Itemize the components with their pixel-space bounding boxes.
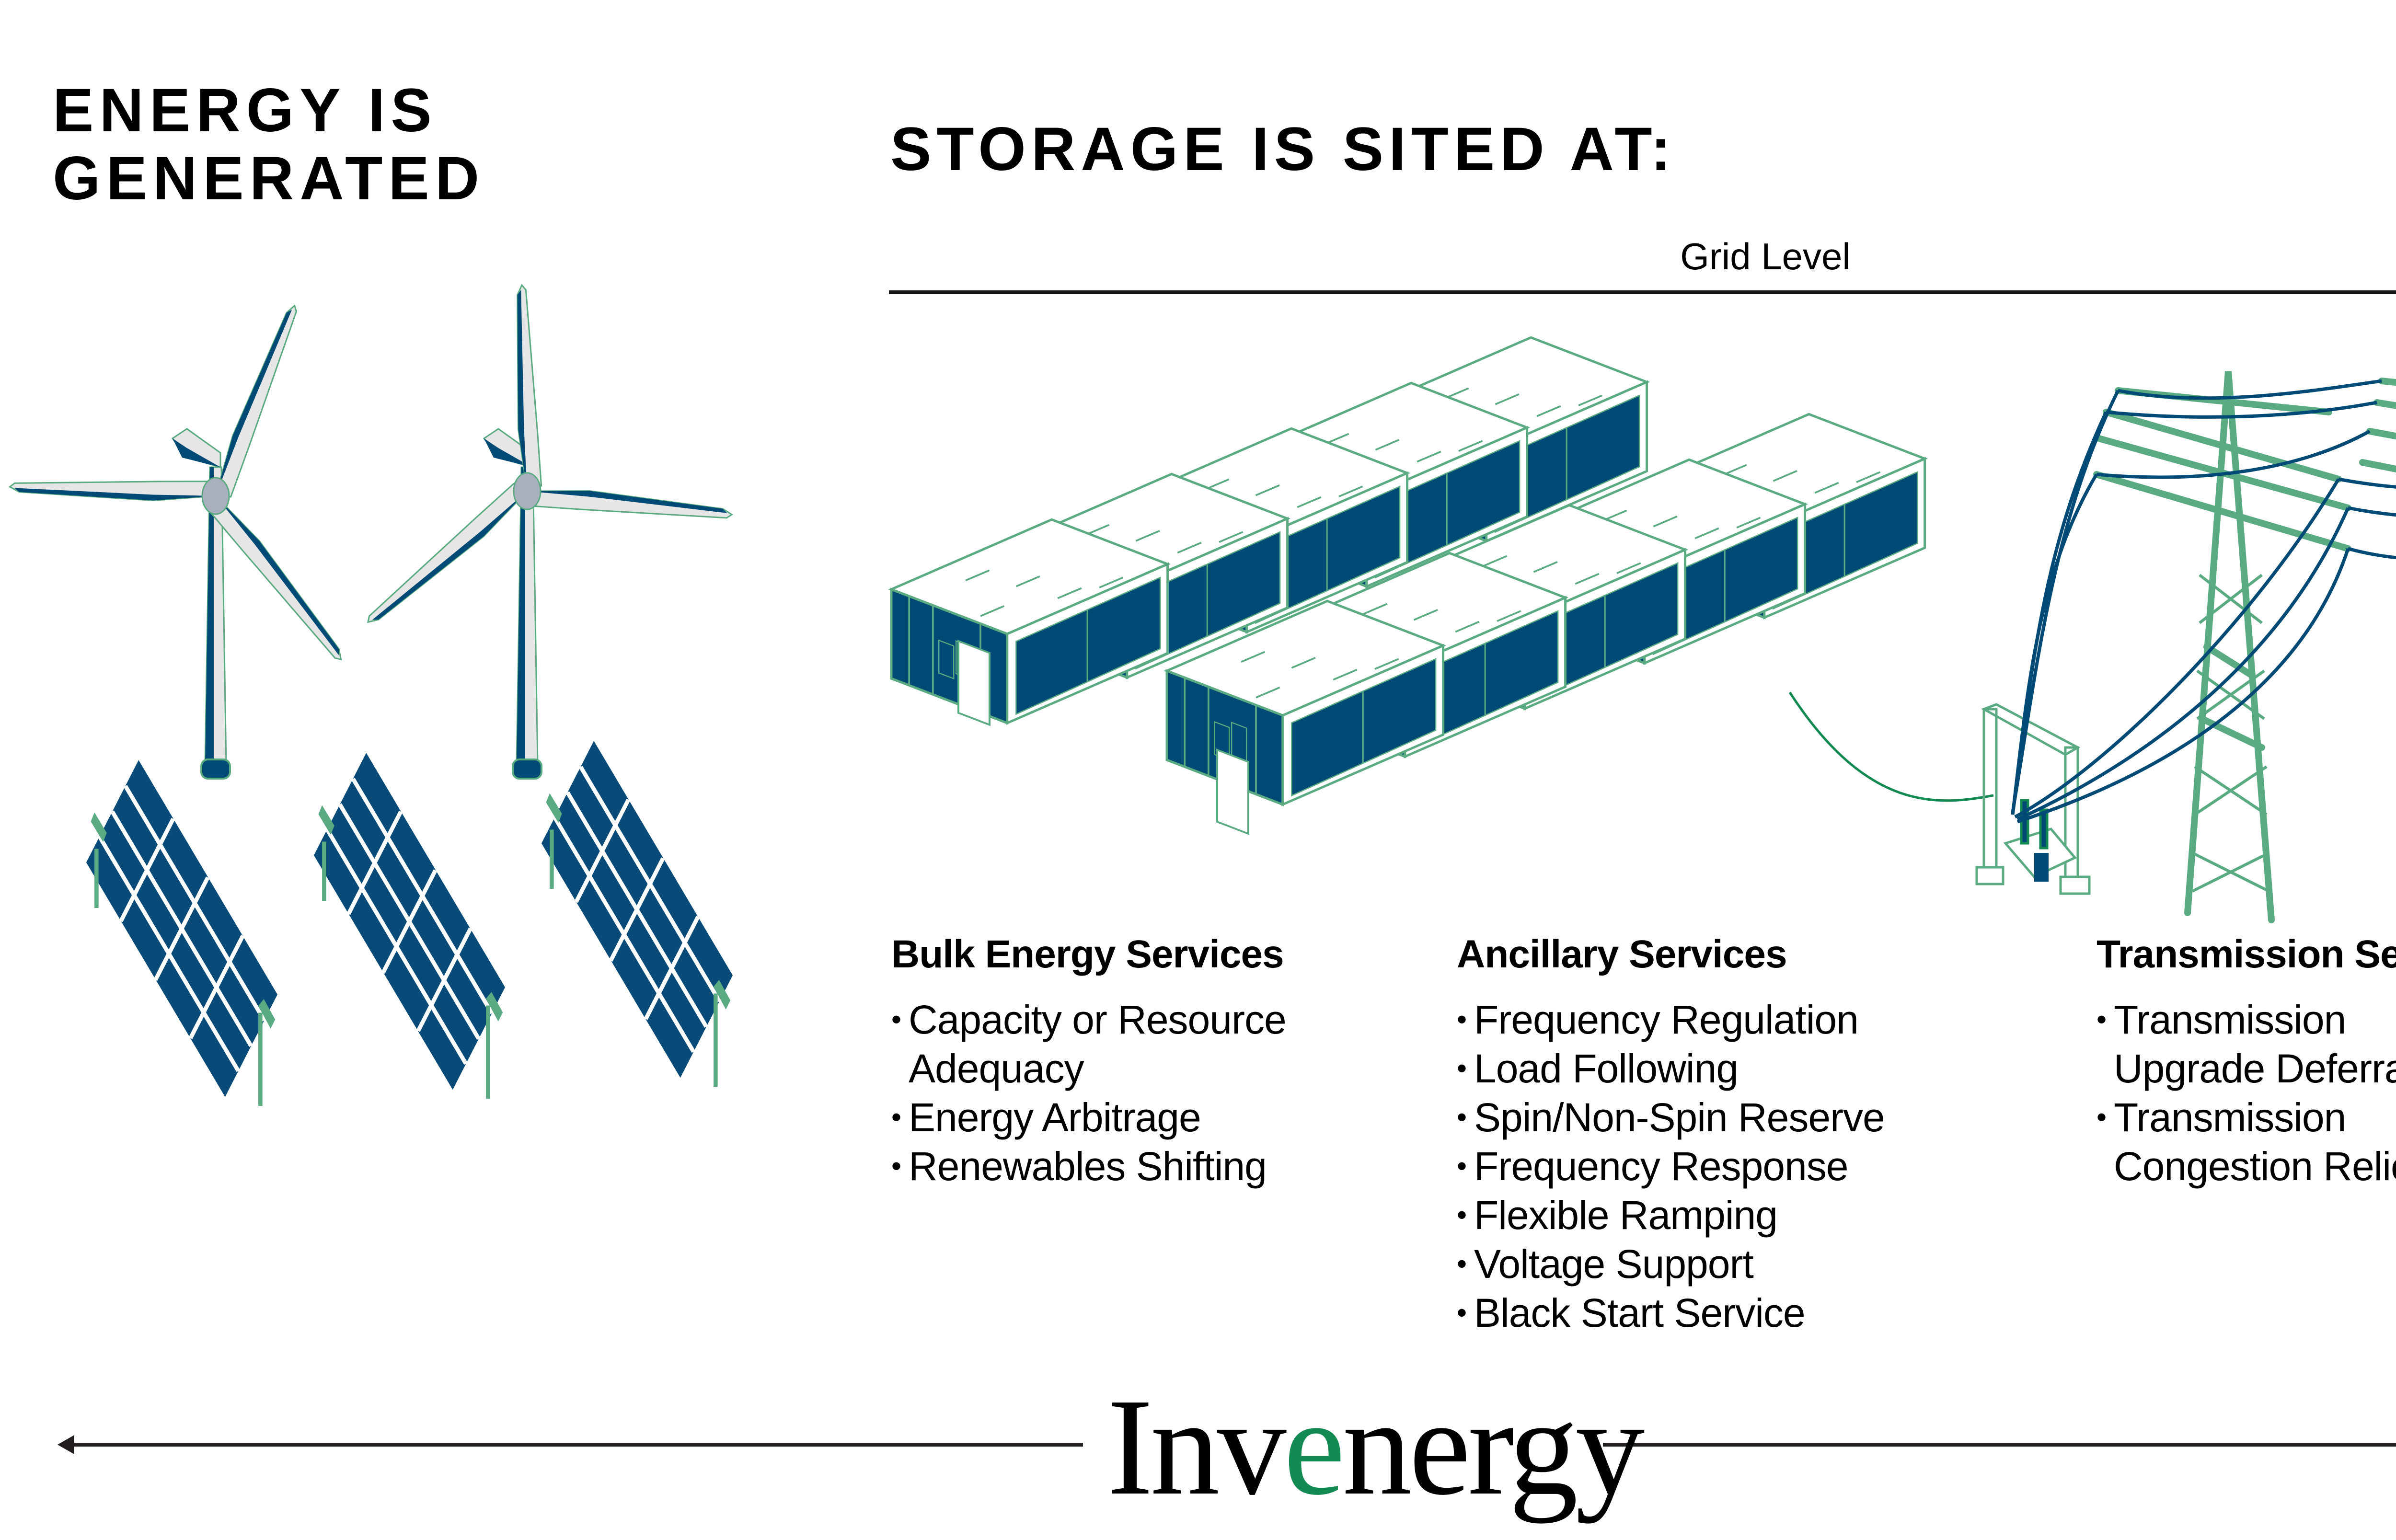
list-item: •Black Start Service (1457, 1288, 1885, 1337)
battery-container-array-icon (891, 337, 1925, 835)
bulk-energy-services: Bulk Energy Services •Capacity or Resour… (891, 932, 1287, 1191)
power-lines (2011, 379, 2396, 824)
list-item: •Renewables Shifting (891, 1142, 1286, 1191)
bullet-icon: • (891, 1150, 901, 1182)
list-item: •Load Following (1457, 1044, 1885, 1093)
arrow-left-icon (58, 1435, 74, 1454)
transmission-tower-icon (2093, 371, 2351, 923)
bullet-icon: • (1457, 1150, 1467, 1182)
list-item: •Transmission Congestion Relief (2096, 1093, 2396, 1191)
bullet-icon: • (891, 1003, 901, 1035)
service-title: Transmission Services (2096, 932, 2396, 976)
solar-panel-icon (86, 760, 277, 1106)
service-title: Ancillary Services (1457, 932, 1787, 976)
logo-accent-letter: e (1283, 1370, 1346, 1524)
bullet-icon: • (1457, 1052, 1467, 1084)
timeline-line-right (1603, 1443, 2396, 1447)
list-item: •Energy Arbitrage (891, 1093, 1286, 1142)
wind-turbine-icon (9, 301, 349, 780)
wind-turbine-icon (359, 284, 734, 780)
bullet-icon: • (1457, 1248, 1467, 1280)
tower-lattice (2191, 574, 2270, 893)
bullet-icon: • (1457, 1297, 1467, 1329)
transmission-services: Transmission Services •Transmission Upgr… (2096, 932, 2396, 1191)
heading-line-1: ENERGY IS (53, 76, 438, 145)
bullet-icon: • (2096, 1003, 2107, 1035)
transmission-tower-icon (2359, 378, 2396, 473)
solar-panel-icon (314, 753, 505, 1099)
list-item: •Capacity or Resource Adequacy (891, 995, 1287, 1093)
battery-rack-icon (957, 639, 1249, 835)
storage-sited-heading: STORAGE IS SITED AT: (890, 115, 1676, 184)
solar-panel-icon (541, 741, 733, 1087)
list-item: •Spin/Non-Spin Reserve (1457, 1093, 1885, 1142)
list-item: •Flexible Ramping (1457, 1191, 1885, 1240)
ancillary-services: Ancillary Services •Frequency Regulation… (1457, 932, 1885, 1337)
invenergy-logo: Invenergy (1107, 1370, 1645, 1524)
substation-icon (1975, 703, 2091, 895)
grid-level-rule (889, 290, 2396, 294)
bullet-icon: • (2096, 1101, 2107, 1133)
cable-line (1788, 691, 1994, 802)
bullet-icon: • (1457, 1199, 1467, 1231)
service-title: Bulk Energy Services (891, 932, 1284, 976)
heading-line-2: GENERATED (53, 144, 485, 213)
energy-generated-heading: ENERGY IS GENERATED (53, 77, 485, 213)
bullet-icon: • (891, 1101, 901, 1133)
bullet-icon: • (1457, 1101, 1467, 1133)
list-item: •Transmission Upgrade Deferral (2096, 995, 2396, 1093)
list-item: •Frequency Regulation (1457, 995, 1885, 1044)
list-item: •Frequency Response (1457, 1142, 1885, 1191)
bullet-icon: • (1457, 1003, 1467, 1035)
grid-level-label: Grid Level (1680, 235, 1851, 277)
list-item: •Voltage Support (1457, 1240, 1885, 1288)
timeline-line-left (72, 1443, 1083, 1447)
